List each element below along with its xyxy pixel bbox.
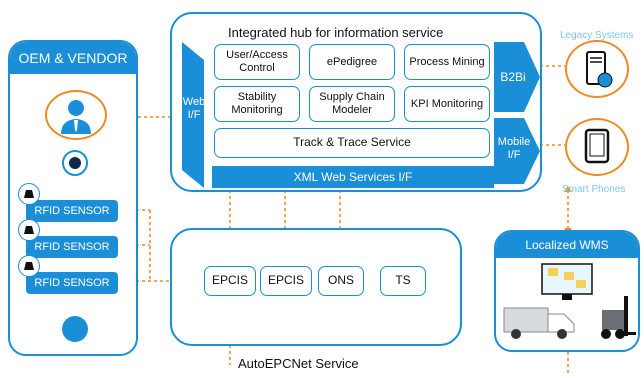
track-trace-service: Track & Trace Service	[214, 128, 490, 158]
legacy-server-icon	[565, 40, 629, 98]
rfid-reader-icon	[18, 219, 40, 241]
service-stability-monitoring: Stability Monitoring	[214, 86, 300, 122]
forklift-icon	[592, 292, 636, 342]
hub-title: Integrated hub for information service	[228, 25, 444, 40]
service-process-mining: Process Mining	[404, 44, 490, 80]
flow-start-node	[62, 150, 88, 176]
ts-box: TS	[380, 266, 426, 296]
rfid-sensor-1: RFID SENSOR	[26, 200, 118, 222]
rfid-sensor-2: RFID SENSOR	[26, 236, 118, 258]
epcis-box-2: EPCIS	[260, 266, 312, 296]
service-epedigree: ePedigree	[309, 44, 395, 80]
service-kpi-monitoring: KPI Monitoring	[404, 86, 490, 122]
flow-end-node	[62, 316, 88, 342]
rfid-reader-icon	[18, 183, 40, 205]
rfid-reader-icon	[18, 255, 40, 277]
ons-box: ONS	[318, 266, 364, 296]
b2bi-arrow	[494, 42, 540, 112]
rfid-sensor-3: RFID SENSOR	[26, 272, 118, 294]
smart-phone-icon	[565, 118, 629, 176]
xml-web-services-bar	[212, 166, 494, 188]
epcis-box-1: EPCIS	[204, 266, 256, 296]
autoepcnet-title: AutoEPCNet Service	[238, 356, 359, 371]
mobile-if-arrow	[494, 118, 540, 184]
mobile-if-label: Mobile I/F	[497, 136, 531, 162]
xml-web-services-label: XML Web Services I/F	[293, 170, 413, 184]
service-user-access-control: User/Access Control	[214, 44, 300, 80]
localized-wms-header: Localized WMS	[496, 232, 638, 258]
delivery-truck-icon	[500, 300, 582, 344]
person-avatar-icon	[45, 90, 107, 140]
oem-vendor-header: OEM & VENDOR	[10, 42, 136, 74]
smart-phones-label: Smart Phones	[562, 184, 626, 195]
service-supply-chain-modeler: Supply Chain Modeler	[309, 86, 395, 122]
legacy-systems-label: Legacy Systems	[560, 30, 634, 41]
oem-vendor-panel: OEM & VENDOR	[8, 40, 138, 356]
b2bi-label: B2Bi	[500, 70, 526, 84]
web-if-arrow	[182, 42, 204, 188]
warehouse-monitor-icon	[540, 262, 598, 304]
web-if-label: Web I/F	[182, 96, 206, 122]
